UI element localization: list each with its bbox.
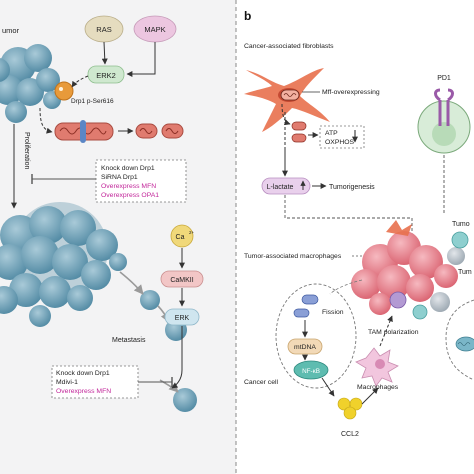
lactate-to-tumor-connector [284,195,413,236]
ccl2-particles [337,397,363,420]
right-cell-boundary [445,299,474,381]
mtdna-node [287,338,323,355]
nfkb-label: NF-κB [302,368,320,375]
ccl2-label: CCL2 [341,431,359,438]
arrow-erk-metastasis [171,326,183,389]
tumor-right-label-2: Tum [458,269,472,276]
fibroblast-mitochondrion [280,89,300,101]
mtdna-label: mtDNA [294,344,316,351]
cancer-cell-mitochondria [293,294,319,318]
arrow-erk2-drp1 [71,75,89,88]
llactate-node [261,177,311,195]
arrow-drp1-mito [39,107,53,134]
mitochondrion-dividing [54,120,114,143]
caf-mitochondria [291,121,307,143]
right-partial-cell [455,336,474,352]
mitochondria-fragmented [135,123,184,139]
arrow-fibro-mito [281,103,291,126]
llactate-label: L-lactate [267,184,294,191]
oxphos-label: OXPHOS [325,139,355,146]
mff-label: Mff-overexpressing [322,89,380,96]
ca-node [170,224,194,248]
box1-line2: SiRNA Drp1 [101,174,138,181]
camkii-label: CaMKII [170,277,193,284]
erk2-label: ERK2 [96,71,116,80]
metastasis-label: Metastasis [112,337,146,344]
box1-line3: Overexpress MFN [101,183,156,190]
mapk-label: MAPK [144,25,165,34]
camkii-node [160,270,204,288]
arrow-migrate-1 [119,271,144,295]
macrophages-label: Macrophages [357,384,399,391]
drp1-cell [54,81,74,101]
pd1-label: PD1 [437,75,451,82]
erk-label: ERK [175,315,190,322]
erk2-node [87,65,125,84]
tumorigenesis-label: Tumorigenesis [329,184,375,191]
panel-b-letter: b [244,9,251,23]
caf-label: Cancer-associated fibroblasts [244,43,334,50]
box2-line3: Overexpress MFN [56,388,111,395]
arrow-mapk-erk2 [126,42,156,77]
arrow-tam-polarization [379,315,393,347]
fission-label: Fission [322,309,344,316]
nfkb-node [293,360,329,380]
tumor-right-label-1: Tumo [452,221,470,228]
ras-label: RAS [96,25,111,34]
arrow-migrate-3 [159,379,179,393]
drp1-label: Drp1 p-Ser616 [71,98,114,105]
atp-label: ATP [325,130,338,137]
panel-b-background [236,0,474,474]
ca-superscript: 2+ [189,230,195,235]
ca-label: Ca [176,234,185,241]
arrow-ras-erk2 [101,41,108,65]
box1-line1: Knock down Drp1 [101,165,155,172]
intervention-box-1 [95,159,187,203]
cancer-cell-boundary [275,283,357,389]
erk-node [164,308,200,326]
tam-label: Tumor-associated macrophages [244,253,342,260]
box2-line1: Knock down Drp1 [56,370,110,377]
tam-polarization-label: TAM polarization [368,329,419,336]
pd1-receptor [434,88,454,126]
cancer-cell-label: Cancer cell [244,379,278,386]
tumor-label: umor [2,26,20,35]
box1-line4: Overexpress OPA1 [101,192,159,199]
proliferation-label: Proliferation [23,132,30,169]
tumor-cluster-b [351,220,469,320]
macrophage-cell [355,347,399,387]
tumor-mass [0,202,127,327]
box2-line2: Mdivi-1 [56,379,78,386]
